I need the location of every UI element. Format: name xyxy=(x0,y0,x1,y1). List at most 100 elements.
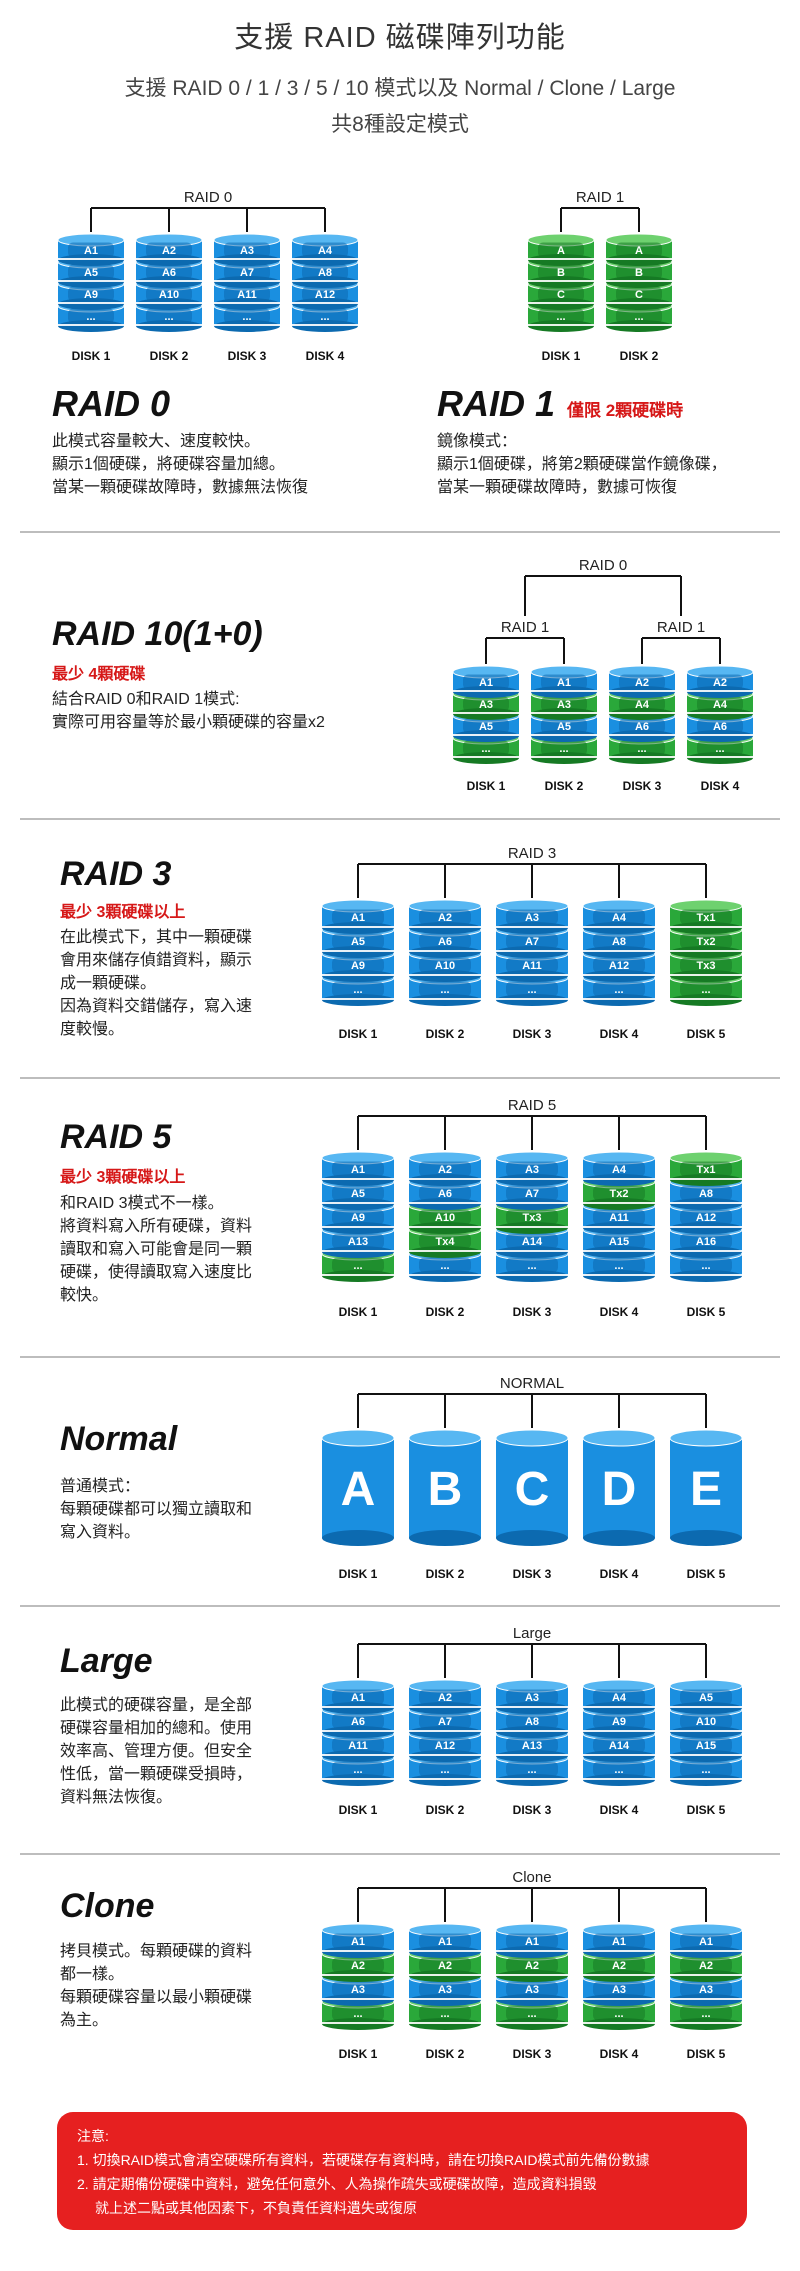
disk-cell-label: A15 xyxy=(696,1740,716,1752)
disk-cell-label: A8 xyxy=(525,1716,539,1728)
disk-cell-label: ... xyxy=(353,984,362,996)
disk-cell-label: ... xyxy=(353,2008,362,2020)
disk-cell-label: A4 xyxy=(612,1164,627,1176)
disk-cell-label: Tx2 xyxy=(610,1188,629,1200)
disk-cell-label: ... xyxy=(440,1764,449,1776)
disk-segment: A15 xyxy=(582,1223,656,1258)
disk-cell-label: ... xyxy=(614,984,623,996)
disk-name: DISK 5 xyxy=(687,1567,726,1581)
disk-cell-label: Tx4 xyxy=(436,1236,456,1248)
disk-cell-label: A5 xyxy=(699,1692,713,1704)
disk-letter: B xyxy=(428,1463,463,1516)
disk-cell-label: A11 xyxy=(609,1212,629,1224)
disk-cell-label: A3 xyxy=(525,1984,539,1996)
disk-cell-label: A2 xyxy=(162,245,176,257)
disk-name: DISK 1 xyxy=(542,349,581,363)
raid3-desc-line: 在此模式下，其中一顆硬碟 xyxy=(60,929,253,946)
disk-cell-label: ... xyxy=(527,1260,536,1272)
raid1-heading: RAID 1 xyxy=(437,383,556,424)
disk-cell-label: A9 xyxy=(84,289,98,301)
disk-cell-label: A2 xyxy=(612,1960,626,1972)
disk-segment: A9 xyxy=(321,947,395,982)
section-divider xyxy=(20,1605,780,1607)
disk-name: DISK 2 xyxy=(426,1305,465,1319)
disk-cell-label: A2 xyxy=(438,1164,452,1176)
disk-segment: A2 xyxy=(686,665,754,698)
disk-cell-label: A6 xyxy=(162,267,176,279)
raid10-heading: RAID 10(1+0) xyxy=(52,615,263,653)
disk-cell-label: A12 xyxy=(609,960,629,972)
disk-name: DISK 2 xyxy=(426,1567,465,1581)
disk-name: DISK 4 xyxy=(600,1027,639,1041)
raid10-desc-line: 結合RAID 0和RAID 1模式: xyxy=(52,691,240,708)
disk-cell-label: ... xyxy=(614,2008,623,2020)
large-desc-line: 性低，當一顆硬碟受損時， xyxy=(60,1766,253,1783)
disk-letter: A xyxy=(341,1463,376,1516)
clone-desc-line: 為主。 xyxy=(60,2012,109,2029)
diagram-label: NORMAL xyxy=(500,1375,564,1392)
disk-segment: A3 xyxy=(213,233,281,266)
disk-cell-label: A xyxy=(557,245,565,257)
section-divider xyxy=(20,531,780,533)
disk-name: DISK 4 xyxy=(600,1803,639,1817)
disk-name: DISK 1 xyxy=(339,1567,378,1581)
raid1-description: 鏡像模式： 顯示1個硬碟，將第2顆硬碟當作鏡像碟， 當某一顆硬碟故障時，數據可恢… xyxy=(437,430,727,499)
disk-cell-label: A2 xyxy=(635,677,649,689)
large-desc-line: 此模式的硬碟容量，是全部 xyxy=(60,1697,253,1714)
disk-cell-label: A10 xyxy=(696,1716,716,1728)
raid10-desc-line: 實際可用容量等於最小顆硬碟的容量x2 xyxy=(52,714,325,731)
disk-cell-label: A3 xyxy=(525,1164,539,1176)
disk-cell-label: ... xyxy=(481,743,490,755)
disk-cell-label: A8 xyxy=(612,936,626,948)
raid0-heading: RAID 0 xyxy=(52,383,171,424)
disk-segment: A3 xyxy=(452,687,520,720)
disk-name: DISK 3 xyxy=(513,1027,552,1041)
raid5-desc-line: 和RAID 3模式不一樣。 xyxy=(60,1195,224,1212)
disk-cell-label: A5 xyxy=(557,721,571,733)
disk-name: DISK 1 xyxy=(339,1027,378,1041)
disk-cell-label: A1 xyxy=(612,1936,626,1948)
clone-desc-line: 拷貝模式。每顆硬碟的資料 xyxy=(60,1943,253,1960)
disk-cell-label: A10 xyxy=(159,289,179,301)
disk-cell-label: A13 xyxy=(348,1236,368,1248)
disk-name: DISK 4 xyxy=(306,349,345,363)
disk-name: DISK 4 xyxy=(600,1305,639,1319)
disk-segment: A1 xyxy=(57,233,125,266)
raid0-desc-line: 顯示1個硬碟，將硬碟容量加總。 xyxy=(52,456,285,473)
large-desc-line: 資料無法恢復。 xyxy=(60,1789,173,1806)
disk-name: DISK 4 xyxy=(701,779,740,793)
disk-cell-label: Tx3 xyxy=(697,960,716,972)
raid0-desc-line: 此模式容量較大、速度較快。 xyxy=(52,433,261,450)
disk-cell-label: A1 xyxy=(351,1936,365,1948)
disk-segment: A4 xyxy=(582,899,656,934)
disk-segment: Tx1 xyxy=(669,1151,743,1186)
disk-cell-label: ... xyxy=(164,311,173,323)
clone-desc-line: 每顆硬碟容量以最小顆硬碟 xyxy=(60,1989,253,2006)
section-divider xyxy=(20,1356,780,1358)
disk-cell-label: A3 xyxy=(240,245,254,257)
diagram-label: RAID 1 xyxy=(501,619,549,636)
raid5-description: 和RAID 3模式不一樣。 將資料寫入所有硬碟，資料 讀取和寫入可能會是同一顆 … xyxy=(60,1192,252,1307)
disk-name: DISK 2 xyxy=(620,349,659,363)
disk-cell-label: A4 xyxy=(713,699,728,711)
raid3-desc-line: 會用來儲存偵錯資料，顯示 xyxy=(60,952,253,969)
disk-cell-label: A1 xyxy=(351,1164,365,1176)
disk-cell-label: A15 xyxy=(609,1236,629,1248)
disk-cell-label: A1 xyxy=(84,245,98,257)
disk-segment: A1 xyxy=(321,1151,395,1186)
disk-name: DISK 3 xyxy=(623,779,662,793)
disk-cell-label: A13 xyxy=(522,1740,542,1752)
disk-cell-label: A4 xyxy=(635,699,650,711)
disk-cell-label: A12 xyxy=(435,1740,455,1752)
disk-name: DISK 3 xyxy=(513,2047,552,2061)
disk-cell-label: A2 xyxy=(438,1960,452,1972)
